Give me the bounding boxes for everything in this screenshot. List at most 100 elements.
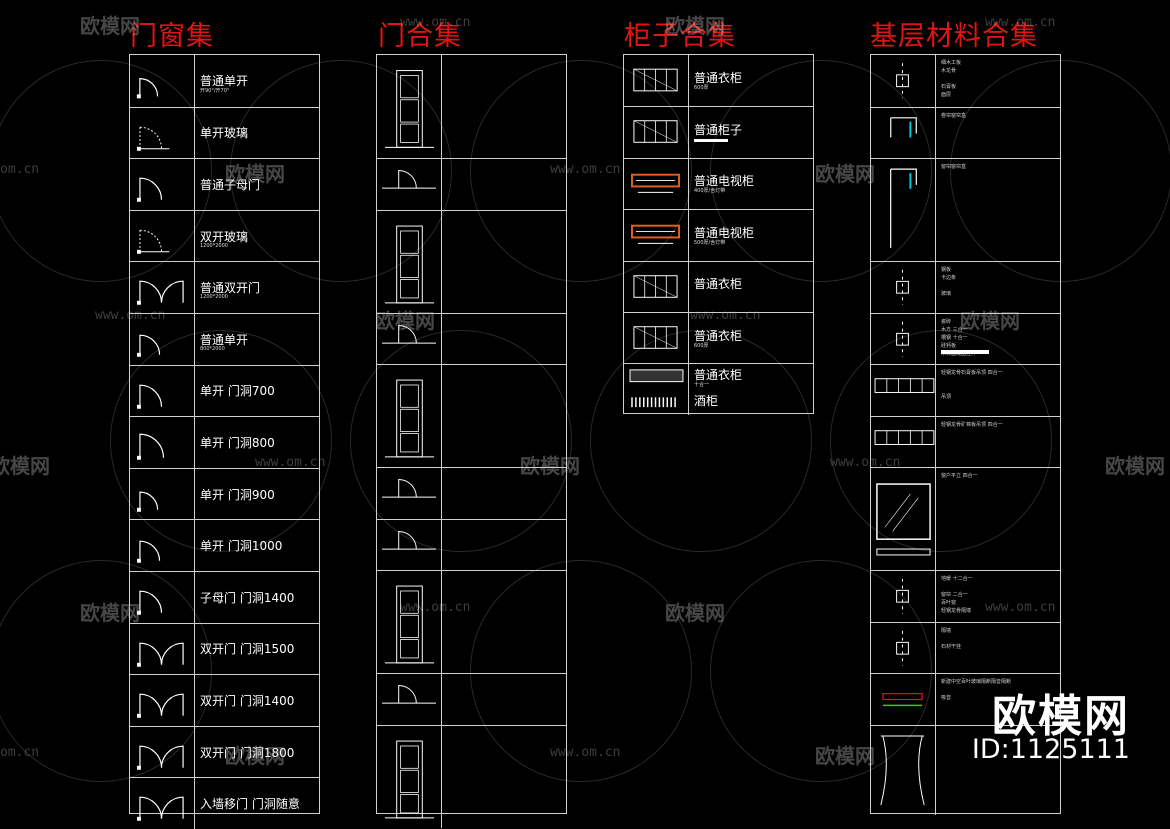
material-note: 新建中空百叶玻璃隔断隔音隔断 [941,679,1012,685]
cad-drawing [631,224,681,245]
cad-drawing [136,590,163,615]
cad-drawing [136,433,165,460]
watermark-ring [0,60,212,282]
cad-drawing [136,334,161,357]
title-cabinets: 柜子合集 [624,21,736,52]
watermark-id: ID:1125111 [971,734,1130,765]
material-note: 吊顶 [941,394,952,400]
cad-drawing [874,378,935,393]
cad-drawing [382,685,436,704]
cad-symbol [871,674,936,725]
cabinet-type-label: 普通衣柜 [694,70,743,85]
watermark-url: www.om.cn [95,308,166,323]
cad-symbol [130,468,195,520]
door-type-label: 双开门 门洞1400 [200,693,295,708]
door-elevation-row [377,158,566,210]
door-elevation-row [377,467,566,519]
watermark-url: om.cn [0,745,40,760]
cad-drawing [384,585,435,664]
material-note: 木饰面成品挂件 [941,350,977,357]
watermark-logo: 欧模网 [225,744,285,768]
material-row: 瓷砖木方 三合一槽钢 十合一硅钙板木饰面成品挂件 [871,312,1060,364]
cad-symbol [624,55,689,107]
cad-drawing [136,177,163,202]
cad-drawing [633,68,678,92]
watermark-url: www.om.cn [985,15,1056,30]
door-spec-note: 1200*2000 [200,294,228,301]
cabinet-spec-note: 600厚 [694,84,709,91]
cad-symbol [377,159,442,210]
cad-drawing [890,168,917,248]
cad-symbol [871,622,936,673]
watermark-logo: 欧模网 [960,309,1020,333]
door-type-label: 普通单开 [200,332,249,347]
door-type-label: 单开玻璃 [200,126,249,141]
watermark-logo: 欧模网 [80,601,140,625]
cad-symbol [377,365,442,467]
door-symbol-row: 子母门 门洞1400 [130,571,319,623]
door-symbol-row: 单开 门洞700 [130,364,319,417]
cad-drawing [384,740,435,818]
watermark-url: www.om.cn [690,308,761,323]
watermark-ring [710,60,932,282]
material-row: 轻钢龙骨石膏板吊顶 四合一吊顶 [871,364,1060,416]
watermark-ring [470,60,692,282]
cad-drawing [880,735,925,805]
cad-symbol [130,520,195,571]
door-elevation-row [377,312,566,364]
cad-symbol [130,107,195,159]
door-type-label: 单开 门洞1000 [200,539,283,554]
cad-drawing [136,797,184,822]
door-elevation-row [377,570,566,673]
cabinet-type-label: 普通电视柜 [694,225,755,240]
material-note: 轻钢龙骨矿棉板吊顶 四合一 [941,421,1003,428]
watermark-logo: 欧模网 [815,744,875,768]
material-note: 卡边条 [941,275,957,281]
cad-drawing [633,326,678,349]
door-type-label: 普通单开 [200,73,249,88]
door-type-label: 普通双开门 [200,281,261,296]
material-row: 隔墙石材干挂 [871,621,1060,673]
door-type-label: 双开门 门洞1800 [200,745,295,760]
scale-bar [941,349,989,354]
cad-symbol [871,365,936,416]
watermark-ring [110,330,332,552]
door-spec-note: 1200*2000 [200,242,228,249]
cad-symbol [871,262,936,313]
cad-symbol [130,262,195,313]
watermark-ring [350,330,572,552]
cad-symbol [130,778,195,829]
material-note: 槽钢 十合一 [941,334,968,341]
watermark-url: om.cn [0,162,40,177]
material-row: 窗户平立 四合一 [871,467,1060,570]
door-type-label: 双开门 门洞1500 [200,642,295,657]
material-note: 百叶窗 [941,600,957,606]
cad-drawing [631,173,681,193]
material-row: 窗帘窗帘盒 [871,158,1060,261]
watermark-url: www.om.cn [550,162,621,177]
door-elevation-table [376,54,567,828]
material-note: 石膏板 [941,84,957,90]
cad-symbol [624,261,689,312]
door-symbol-row: 双开门 门洞1400 [130,674,319,726]
watermark-logo: 欧模网 [0,454,50,478]
cad-symbol [871,468,936,570]
material-note: 窗帘 二合一 [941,592,968,598]
cad-symbol [130,55,195,107]
watermark-url: www.om.cn [985,600,1056,615]
material-note: 硅钙板 [941,342,957,349]
cad-symbol [871,313,936,364]
cad-symbol [377,519,442,570]
watermark-logo: 欧模网 [665,14,725,38]
cad-symbol [377,725,442,828]
cad-drawing [384,70,435,148]
cad-symbol [871,725,936,815]
material-note: 地暖 十二合一 [941,576,973,582]
door-symbol-row: 双开门 门洞1500 [130,622,319,675]
cabinet-type-label: 酒柜 [694,394,719,409]
cad-symbol [624,210,689,261]
cad-symbol [130,314,195,365]
cabinet-type-label: 普通衣柜 [694,328,743,343]
watermark-url: www.om.cn [400,15,471,30]
cabinet-row: 普通柜子 [624,106,813,158]
